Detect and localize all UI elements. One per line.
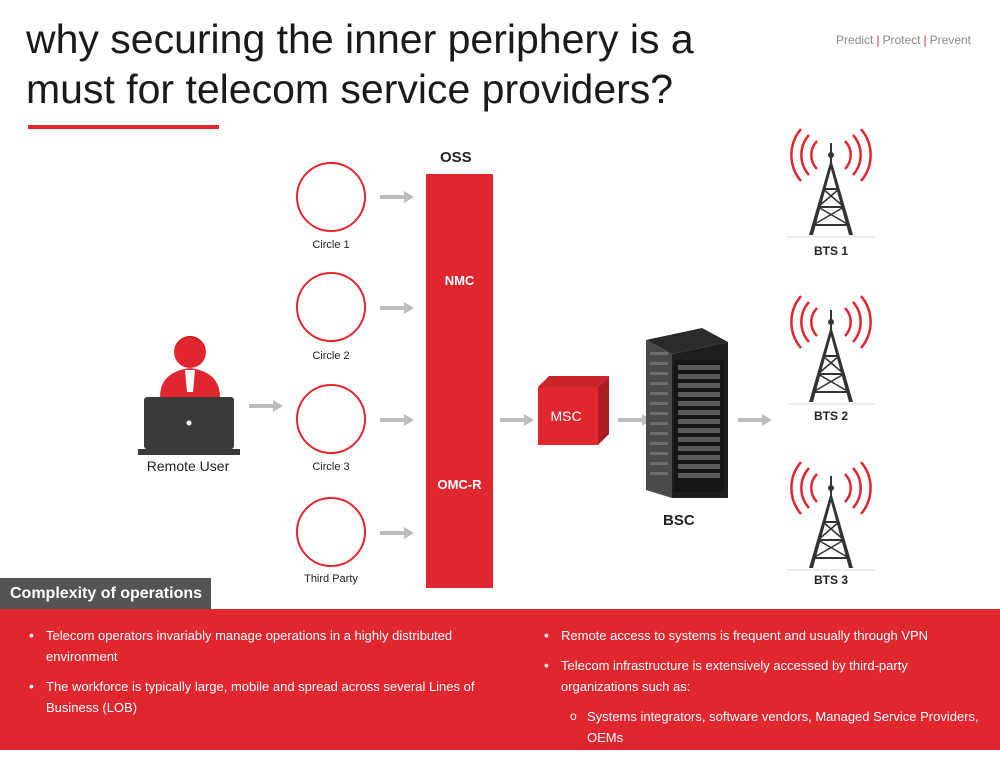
circle-3-node: [296, 384, 366, 454]
bullet-item: Remote access to systems is frequent and…: [541, 625, 981, 646]
circle-2-label: Circle 2: [312, 350, 350, 362]
arrow-icon: [380, 414, 414, 426]
arrow-icon: [500, 414, 534, 426]
complexity-panel: Telecom operators invariably manage oper…: [0, 609, 1000, 750]
third-party-label: Third Party: [304, 573, 358, 585]
remote-user-label: Remote User: [146, 458, 230, 474]
oss-bar: [426, 174, 493, 588]
tagline-separator: |: [923, 33, 927, 47]
circle-1-label: Circle 1: [312, 239, 350, 251]
arrow-icon: [380, 527, 414, 539]
circle-2-node: [296, 272, 366, 342]
circle-1-node: [296, 162, 366, 232]
server-rack-icon: [646, 328, 728, 498]
oss-label: OSS: [440, 149, 472, 166]
omc-r-label: OMC-R: [437, 477, 482, 492]
bts-2-label: BTS 2: [813, 409, 848, 423]
remote-user-icon: [138, 336, 240, 455]
circle-3-label: Circle 3: [312, 461, 350, 473]
bsc-label: BSC: [663, 512, 695, 529]
cell-tower-icon: [785, 127, 877, 239]
tagline-prevent: Prevent: [929, 33, 971, 47]
right-bullet-column: Remote access to systems is frequent and…: [541, 625, 981, 757]
tagline-predict: Predict: [836, 33, 874, 47]
cell-tower-icon: [785, 460, 877, 572]
arrow-icon: [380, 302, 414, 314]
bullet-item: Telecom infrastructure is extensively ac…: [541, 655, 981, 697]
page-title: why securing the inner periphery is a mu…: [26, 16, 694, 112]
arrow-icon: [380, 191, 414, 203]
tagline: Predict|Protect|Prevent: [836, 33, 971, 47]
bullet-item: The workforce is typically large, mobile…: [26, 676, 486, 718]
msc-label: MSC: [550, 408, 582, 424]
bullet-item: Telecom operators invariably manage oper…: [26, 625, 486, 667]
title-underline: [28, 125, 219, 129]
tagline-separator: |: [876, 33, 880, 47]
nmc-label: NMC: [444, 273, 475, 288]
left-bullet-column: Telecom operators invariably manage oper…: [26, 625, 486, 727]
arrow-icon: [249, 400, 283, 412]
arrow-icon: [738, 414, 772, 426]
msc-cube-icon: [538, 376, 609, 445]
complexity-heading: Complexity of operations: [0, 578, 211, 609]
bts-3-label: BTS 3: [813, 573, 848, 587]
tagline-protect: Protect: [882, 33, 921, 47]
third-party-node: [296, 497, 366, 567]
cell-tower-icon: [785, 294, 877, 406]
sub-bullet-item: Systems integrators, software vendors, M…: [541, 706, 981, 748]
bts-1-label: BTS 1: [813, 244, 848, 258]
